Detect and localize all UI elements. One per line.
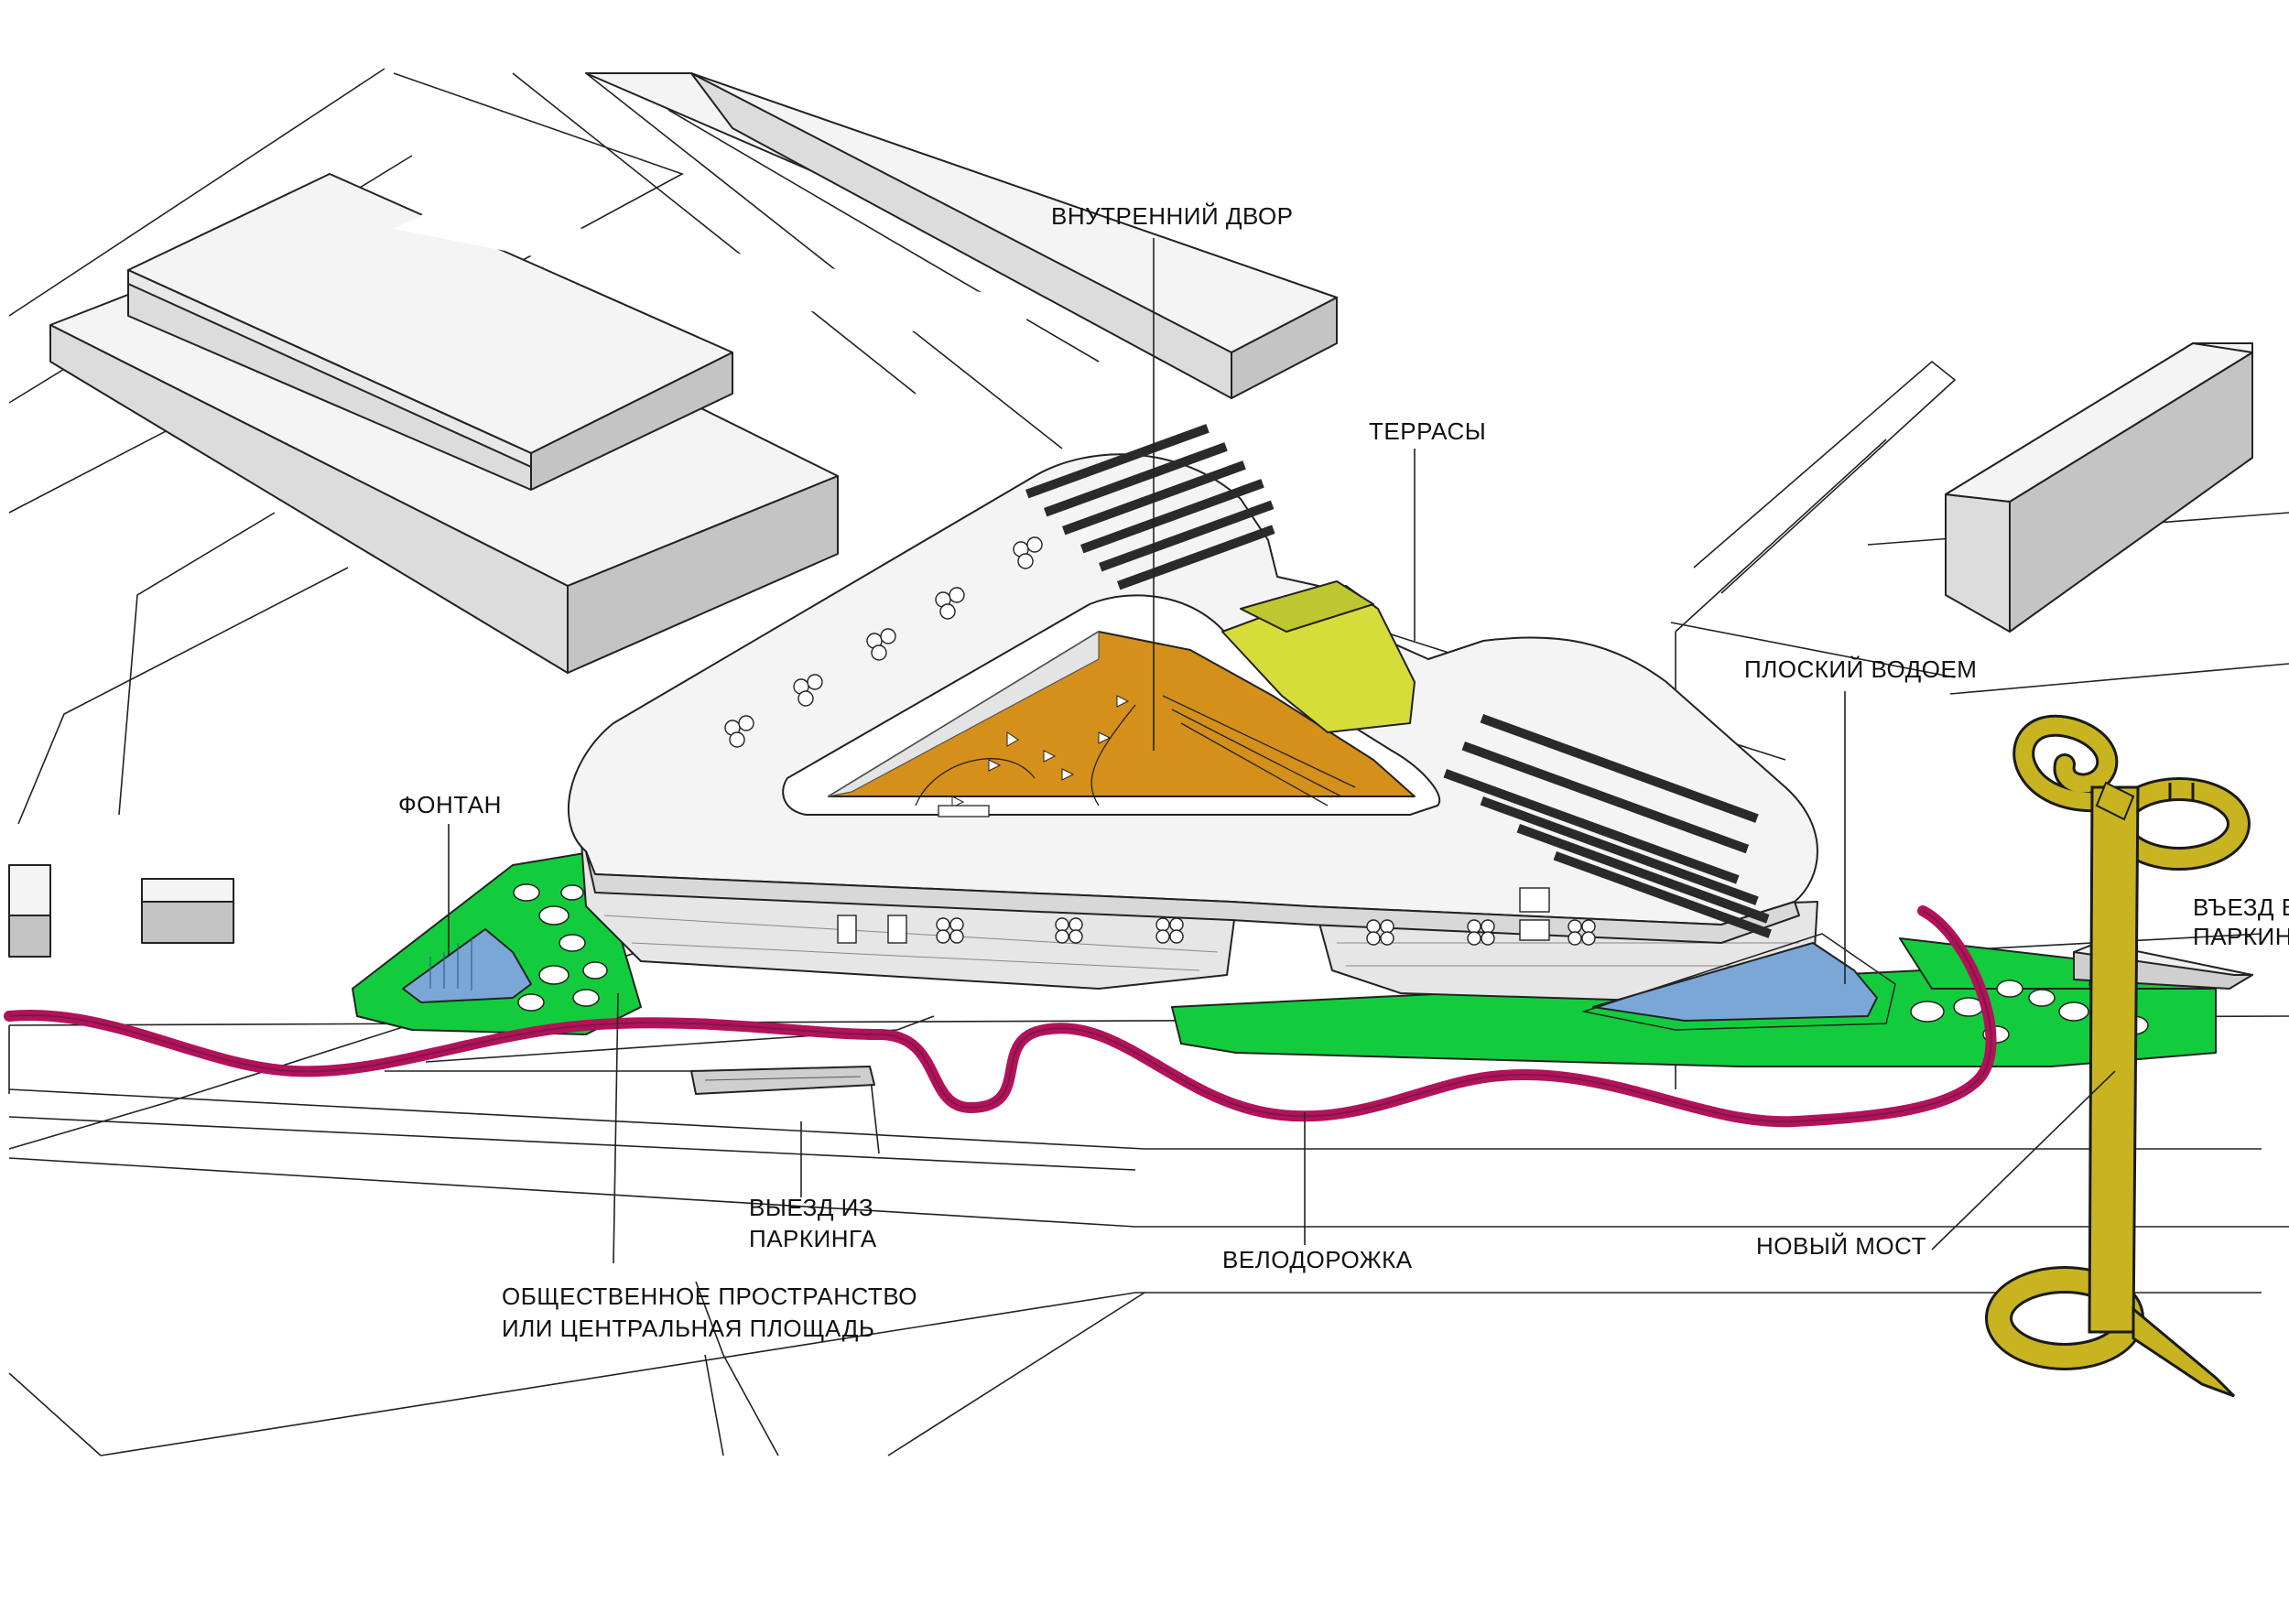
label-parking-entry-line2: ПАРКИНГ <box>2193 923 2289 950</box>
new-bridge <box>1985 714 2251 1398</box>
parking-exit-ramp <box>690 1066 875 1095</box>
solar-panels-right <box>1443 714 1772 938</box>
solar-panels-left <box>1025 424 1275 590</box>
fountain-pool <box>402 928 532 1003</box>
label-new-bridge: НОВЫЙ МОСТ <box>1756 1232 1926 1260</box>
label-courtyard: ВНУТРЕННИЙ ДВОР <box>1051 202 1294 230</box>
label-parking-exit-line1: ВЫЕЗД ИЗ <box>749 1194 873 1221</box>
label-parking-exit-line2: ПАРКИНГА <box>749 1225 877 1252</box>
main-building <box>567 424 1818 1003</box>
label-terraces: ТЕРРАСЫ <box>1369 417 1486 445</box>
bike-path <box>4 905 1997 1128</box>
label-public-space-line1: ОБЩЕСТВЕННОЕ ПРОСТРАНСТВО <box>502 1283 917 1310</box>
label-fountain: ФОНТАН <box>398 791 502 818</box>
label-public-space-line2: ИЛИ ЦЕНТРАЛЬНАЯ ПЛОЩАДЬ <box>502 1315 874 1342</box>
label-flat-pool: ПЛОСКИЙ ВОДОЕМ <box>1744 655 1977 683</box>
skylights <box>724 536 1596 946</box>
context-building-strip <box>585 72 1338 399</box>
flat-pool <box>1581 933 1896 1031</box>
label-bike-path: ВЕЛОДОРОЖКА <box>1222 1246 1413 1273</box>
label-parking-entry-line1: ВЪЕЗД В <box>2193 893 2289 921</box>
callout-leader-lines <box>448 238 2116 1264</box>
context-building-right <box>1945 342 2253 633</box>
context-building-left-small <box>8 864 234 958</box>
labels: ВНУТРЕННИЙ ДВОР ТЕРРАСЫ ПЛОСКИЙ ВОДОЕМ Ф… <box>398 202 2289 1342</box>
context-building-tall <box>127 206 1044 468</box>
